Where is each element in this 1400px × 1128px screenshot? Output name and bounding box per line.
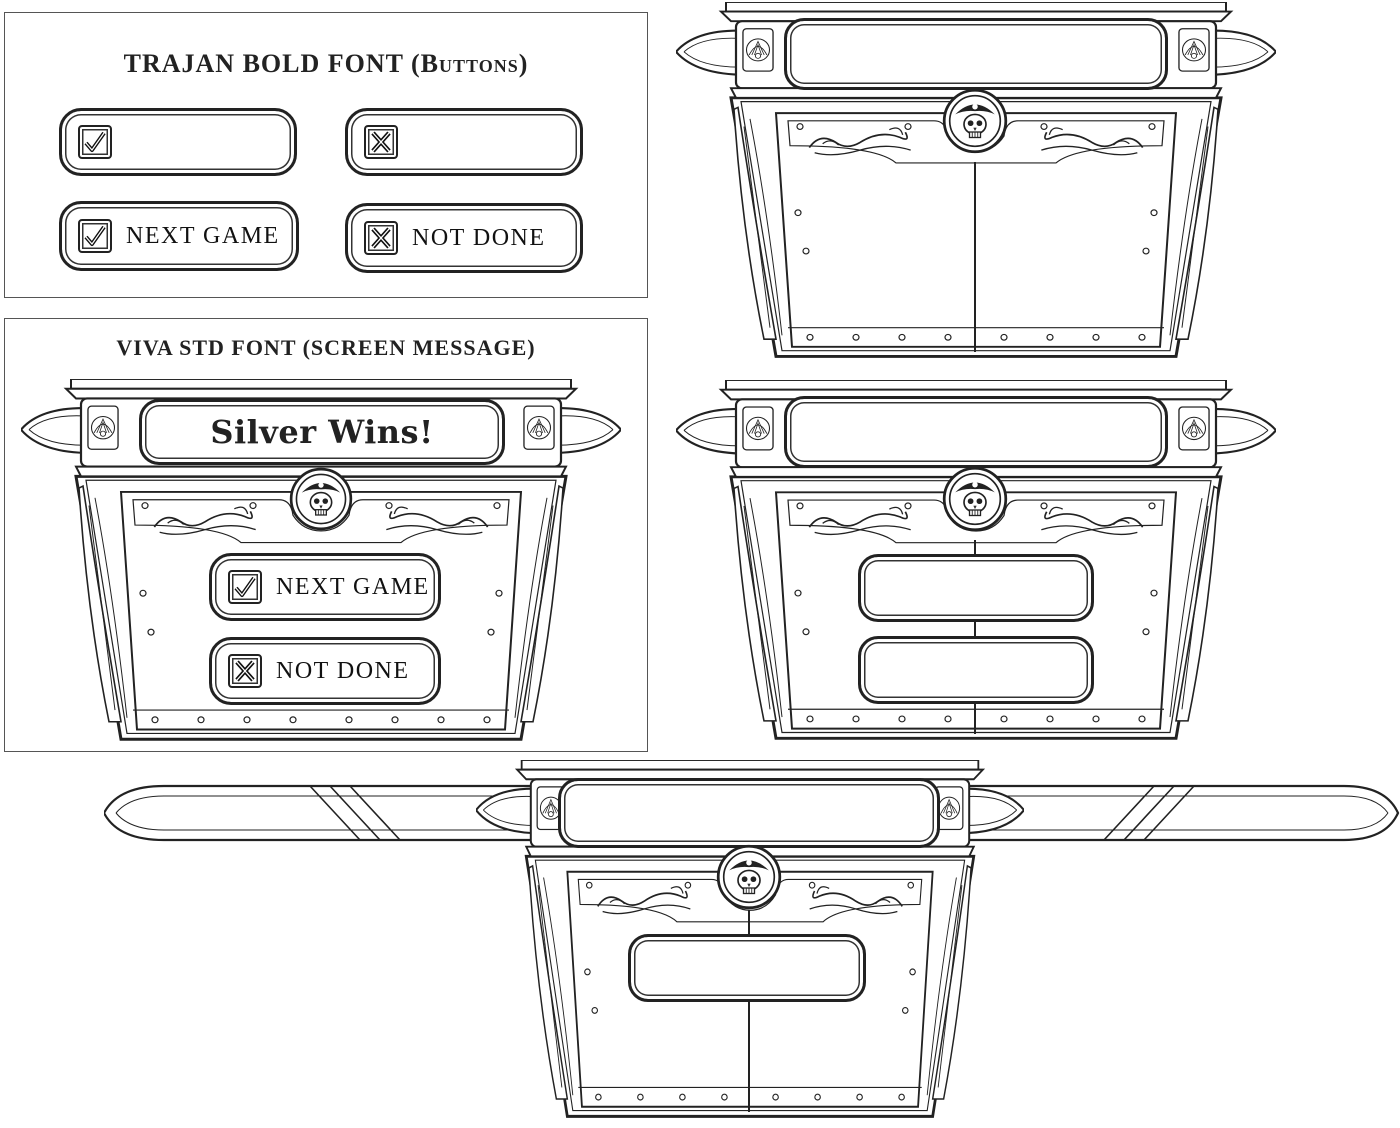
blank-cabinet [676, 2, 1276, 366]
wide-cabinet [476, 760, 1024, 1126]
not-done-button[interactable]: NOT DONE [345, 203, 583, 273]
next-game-label: NEXT GAME [126, 222, 280, 249]
checkmark-icon [78, 219, 112, 253]
message-font-panel: VIVA STD FONT (SCREEN MESSAGE) Silver Wi… [4, 318, 648, 752]
checkmark-icon [78, 125, 112, 159]
not-done-label: NOT DONE [412, 224, 546, 251]
message-caption-sub: (SCREEN MESSAGE) [302, 335, 536, 360]
pirate-skull-icon [716, 844, 782, 910]
message-display: Silver Wins! [139, 399, 505, 465]
title-display [558, 778, 940, 848]
x-mark-icon [364, 221, 398, 255]
checkmark-icon [228, 570, 262, 604]
cabinet-next-game-button[interactable]: NEXT GAME [209, 553, 441, 621]
buttons-font-caption: TRAJAN BOLD FONT (Buttons) [5, 49, 647, 79]
x-mark-icon [228, 654, 262, 688]
cabinet-next-game-label: NEXT GAME [276, 573, 430, 600]
blank-cancel-button[interactable] [345, 108, 583, 176]
pirate-skull-icon [942, 466, 1008, 532]
pirate-skull-icon [289, 467, 353, 531]
upper-button-slot[interactable] [858, 554, 1094, 622]
x-mark-icon [364, 125, 398, 159]
screen-message: Silver Wins! [210, 413, 434, 451]
next-game-button[interactable]: NEXT GAME [59, 201, 299, 271]
pirate-skull-icon [942, 88, 1008, 154]
message-cabinet: Silver Wins! NEXT GAME NOT DONE [21, 379, 621, 749]
blank-confirm-button[interactable] [59, 108, 297, 176]
center-seam [748, 910, 750, 1112]
buttons-caption-sub: (Buttons) [411, 49, 529, 78]
title-display [784, 18, 1168, 90]
single-button-slot[interactable] [628, 934, 866, 1002]
message-font-caption: VIVA STD FONT (SCREEN MESSAGE) [5, 335, 647, 361]
cabinet-not-done-button[interactable]: NOT DONE [209, 637, 441, 705]
message-caption-main: VIVA STD FONT [116, 335, 297, 360]
lower-button-slot[interactable] [858, 636, 1094, 704]
two-button-cabinet [676, 380, 1276, 748]
buttons-caption-main: TRAJAN BOLD FONT [123, 49, 404, 78]
center-seam [974, 162, 976, 352]
cabinet-not-done-label: NOT DONE [276, 657, 410, 684]
title-display [784, 396, 1168, 468]
buttons-font-panel: TRAJAN BOLD FONT (Buttons) NEXT GAME NOT… [4, 12, 648, 298]
